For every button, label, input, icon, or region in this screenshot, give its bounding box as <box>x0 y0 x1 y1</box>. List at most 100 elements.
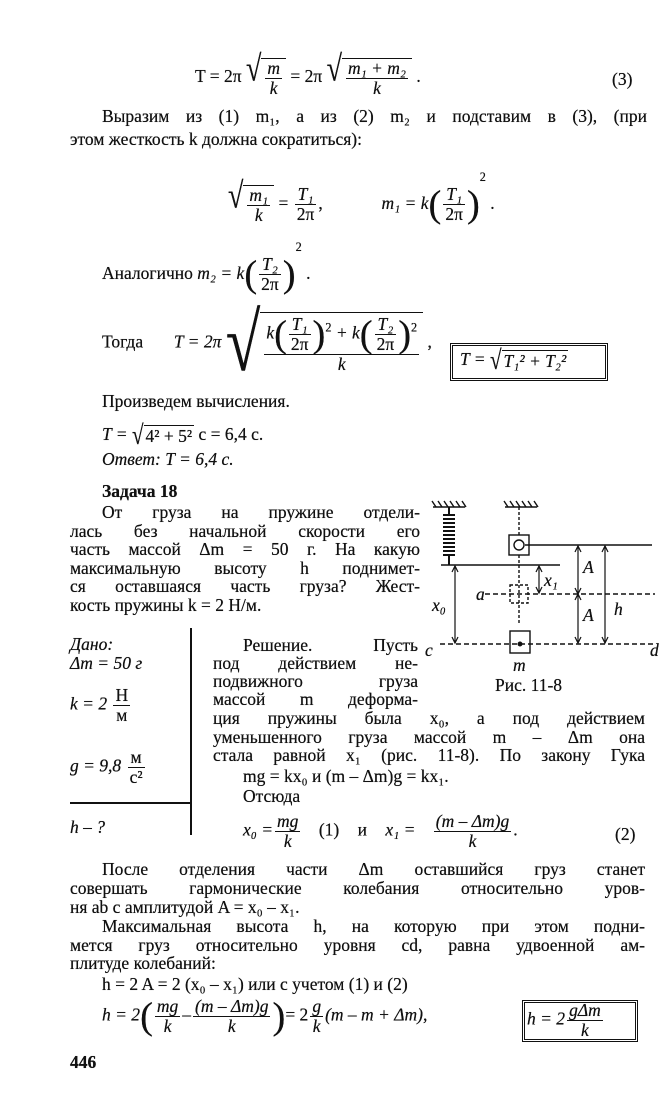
task-line: максимальную высоту h поднимет- <box>70 558 420 578</box>
given-find: h – ? <box>70 817 105 837</box>
denominator: 2π <box>445 204 463 225</box>
denominator: k <box>373 78 381 98</box>
eq-text: h = 2 <box>527 1008 566 1029</box>
denominator: 2π <box>296 204 315 225</box>
solution-text: Решение. Пусть <box>243 635 418 655</box>
task-line: лась без начальной скорости его <box>70 521 420 541</box>
eq-text: с = 6,4 с. <box>198 424 264 444</box>
figure-caption: Рис. 11-8 <box>495 675 563 695</box>
numerator: (m – Δm)g <box>193 996 271 1017</box>
solution-line: ция пружины была x₀, а под действием <box>213 708 645 728</box>
denominator: м <box>116 705 128 725</box>
figure-label-h: h <box>614 599 623 619</box>
exponent: 2 <box>325 320 332 335</box>
eq-text: m₁ = k <box>381 193 429 213</box>
figure-label-A-upper: A <box>583 557 594 577</box>
solution-line: массой m деформа- <box>213 689 418 709</box>
eq-text: k <box>266 322 275 343</box>
answer-value: T = 6,4 с. <box>165 449 234 469</box>
numerator: mg <box>275 811 301 832</box>
radicand: 4² + 5² <box>143 425 195 446</box>
paragraph-line: плитуде колебаний: <box>70 953 216 973</box>
eq-text: , <box>427 331 432 352</box>
numerator: м <box>127 748 145 768</box>
numerator: T₂ <box>259 255 281 276</box>
numerator: (m – Δm)g <box>433 811 512 832</box>
given-title: Дано: <box>70 634 114 654</box>
page-number: 446 <box>70 1052 97 1072</box>
eq-text: T = <box>460 349 486 369</box>
eq-text: T = <box>102 424 128 444</box>
numerator: mg <box>154 996 181 1017</box>
eq-text: и <box>357 819 367 840</box>
denominator: k <box>312 1016 321 1036</box>
eq-text: . <box>416 66 421 87</box>
eq-text: m₂ = k <box>197 263 245 283</box>
exponent: 2 <box>295 240 302 254</box>
eq-text: T = 2π <box>173 331 222 352</box>
answer: Ответ: T = 6,4 с. <box>102 450 234 469</box>
eq-text: x₀ = <box>243 819 274 840</box>
boxed-formula-T: T = √T₁² + T₂² <box>460 344 569 376</box>
calc-line: T = √4² + 5² с = 6,4 с. <box>102 422 264 449</box>
ceiling-right <box>503 500 539 508</box>
exponent: 2 <box>479 170 486 184</box>
numerator: T₂ <box>374 314 397 335</box>
ceiling-left <box>431 500 467 508</box>
spring-left <box>443 507 455 565</box>
eq-label: Аналогично <box>102 263 193 283</box>
radicand: T₁² + T₂² <box>501 350 569 371</box>
task-line: ся оставшаяся часть груза? Жест- <box>70 576 420 596</box>
solution-line: подвижного груза <box>213 671 418 691</box>
eq-text: h = 2 <box>102 1004 141 1025</box>
denominator: k <box>468 831 477 851</box>
figure-label-d: d <box>650 640 659 660</box>
numerator: T₁ <box>443 185 465 206</box>
calc-heading: Произведем вычисления. <box>102 391 290 411</box>
solution-line: mg = kx₀ и (m – Δm)g = kx₁. <box>243 766 449 786</box>
given-column-rule <box>190 628 192 835</box>
given-dm: Δm = 50 г <box>70 653 143 673</box>
denominator: k <box>163 1016 172 1036</box>
paragraph-line: ня ab с амплитудой A = x₀ – x₁. <box>70 897 300 917</box>
numerator: m₁ <box>247 184 271 206</box>
eq-text: g = 9,8 <box>70 755 122 776</box>
task-title: Задача 18 <box>102 481 178 501</box>
middle-block <box>509 584 529 604</box>
boxed-result-h <box>522 1000 638 1042</box>
eq-label: Тогда <box>102 331 144 352</box>
denominator: k <box>254 204 263 225</box>
eq-text: + k <box>335 322 360 343</box>
solution-line: Решение. Пусть <box>243 636 418 655</box>
numerator: T₁ <box>294 185 317 206</box>
numerator: m <box>265 58 282 79</box>
mass-block <box>509 630 531 654</box>
numerator: Н <box>113 685 131 706</box>
denominator: k <box>283 831 292 851</box>
denominator: k <box>269 78 278 98</box>
figure-label-x0: x₀ <box>432 595 446 615</box>
denominator: 2π <box>290 333 309 354</box>
eq-text: T = 2π <box>195 66 242 87</box>
denominator: 2π <box>376 333 395 354</box>
sqrt: √T₁² + T₂² <box>489 344 569 376</box>
eq-text: = <box>278 193 289 213</box>
denominator: k <box>227 1016 236 1036</box>
eq-text: k = 2 <box>70 693 108 714</box>
paragraph-line: этом жесткость k должна сократиться): <box>70 129 362 149</box>
eq-tag: (1) <box>318 819 340 840</box>
upper-block <box>508 534 530 556</box>
denominator: k <box>337 353 346 374</box>
paragraph-line: совершать гармонические колебания относи… <box>70 878 645 898</box>
equation-2-tag: (2) <box>615 824 636 844</box>
